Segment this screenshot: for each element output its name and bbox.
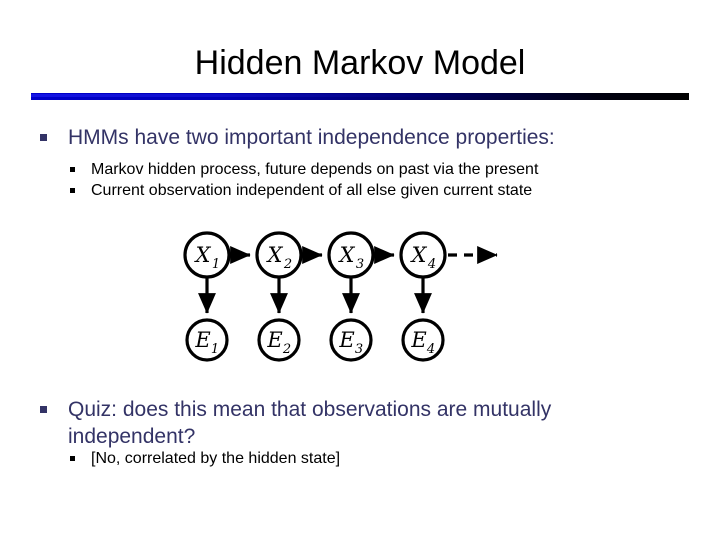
node-x3-circle	[327, 231, 375, 279]
node-x2-circle	[255, 231, 303, 279]
title-divider	[31, 93, 689, 100]
bullet-square-icon	[40, 134, 47, 141]
node-x4-circle	[399, 231, 447, 279]
bullet-quiz: Quiz: does this mean that observations a…	[40, 396, 640, 450]
node-e1: E 1	[185, 318, 229, 362]
node-x2-subscript: 2	[283, 257, 292, 272]
bullet-square-icon	[70, 167, 75, 172]
node-e3-subscript: 3	[355, 342, 363, 357]
bullet-current-observation-label: Current observation independent of all e…	[91, 182, 533, 199]
node-x3-subscript: 3	[356, 257, 364, 272]
node-e1-subscript: 1	[211, 342, 219, 357]
bullet-markov-label: Markov hidden process, future depends on…	[91, 161, 539, 178]
node-e1-circle	[185, 318, 229, 362]
node-e1-label: E	[194, 328, 210, 352]
node-x4-label: X	[410, 243, 428, 267]
node-x3: X 3	[327, 231, 375, 279]
node-x1-label: X	[194, 243, 212, 267]
node-e3-label: E	[338, 328, 354, 352]
node-e4-label: E	[410, 328, 426, 352]
hidden-state-nodes: X 1 X 2 X 3 X 4	[183, 231, 447, 279]
node-x1-subscript: 1	[212, 257, 220, 272]
node-e2-subscript: 2	[282, 342, 291, 357]
node-x2: X 2	[255, 231, 303, 279]
node-x1: X 1	[183, 231, 231, 279]
bullet-current-observation: Current observation independent of all e…	[70, 181, 690, 201]
node-e2-circle	[257, 318, 301, 362]
bullet-answer: [No, correlated by the hidden state]	[70, 449, 570, 469]
bullet-markov: Markov hidden process, future depends on…	[70, 160, 690, 180]
bullet-answer-label: [No, correlated by the hidden state]	[91, 450, 341, 467]
node-x3-label: X	[338, 243, 356, 267]
node-x4-subscript: 4	[427, 257, 436, 272]
node-e4: E 4	[401, 318, 445, 362]
node-e2: E 2	[257, 318, 301, 362]
node-e3: E 3	[329, 318, 373, 362]
page-title: Hidden Markov Model	[194, 44, 526, 82]
bullet-square-icon	[40, 406, 47, 413]
node-e3-circle	[329, 318, 373, 362]
emission-edges	[198, 277, 432, 314]
node-x2-label: X	[266, 243, 284, 267]
node-e4-subscript: 4	[426, 342, 435, 357]
node-x1-circle	[183, 231, 231, 279]
node-e4-circle	[401, 318, 445, 362]
bullet-square-icon	[70, 188, 75, 193]
bullet-quiz-label: Quiz: does this mean that observations a…	[68, 398, 552, 448]
bullet-properties: HMMs have two important independence pro…	[40, 124, 680, 151]
node-x4: X 4	[399, 231, 447, 279]
node-e2-label: E	[266, 328, 282, 352]
bullet-square-icon	[70, 456, 75, 461]
evidence-nodes: E 1 E 2 E 3 E 4	[185, 318, 445, 362]
bullet-properties-label: HMMs have two important independence pro…	[68, 126, 555, 149]
